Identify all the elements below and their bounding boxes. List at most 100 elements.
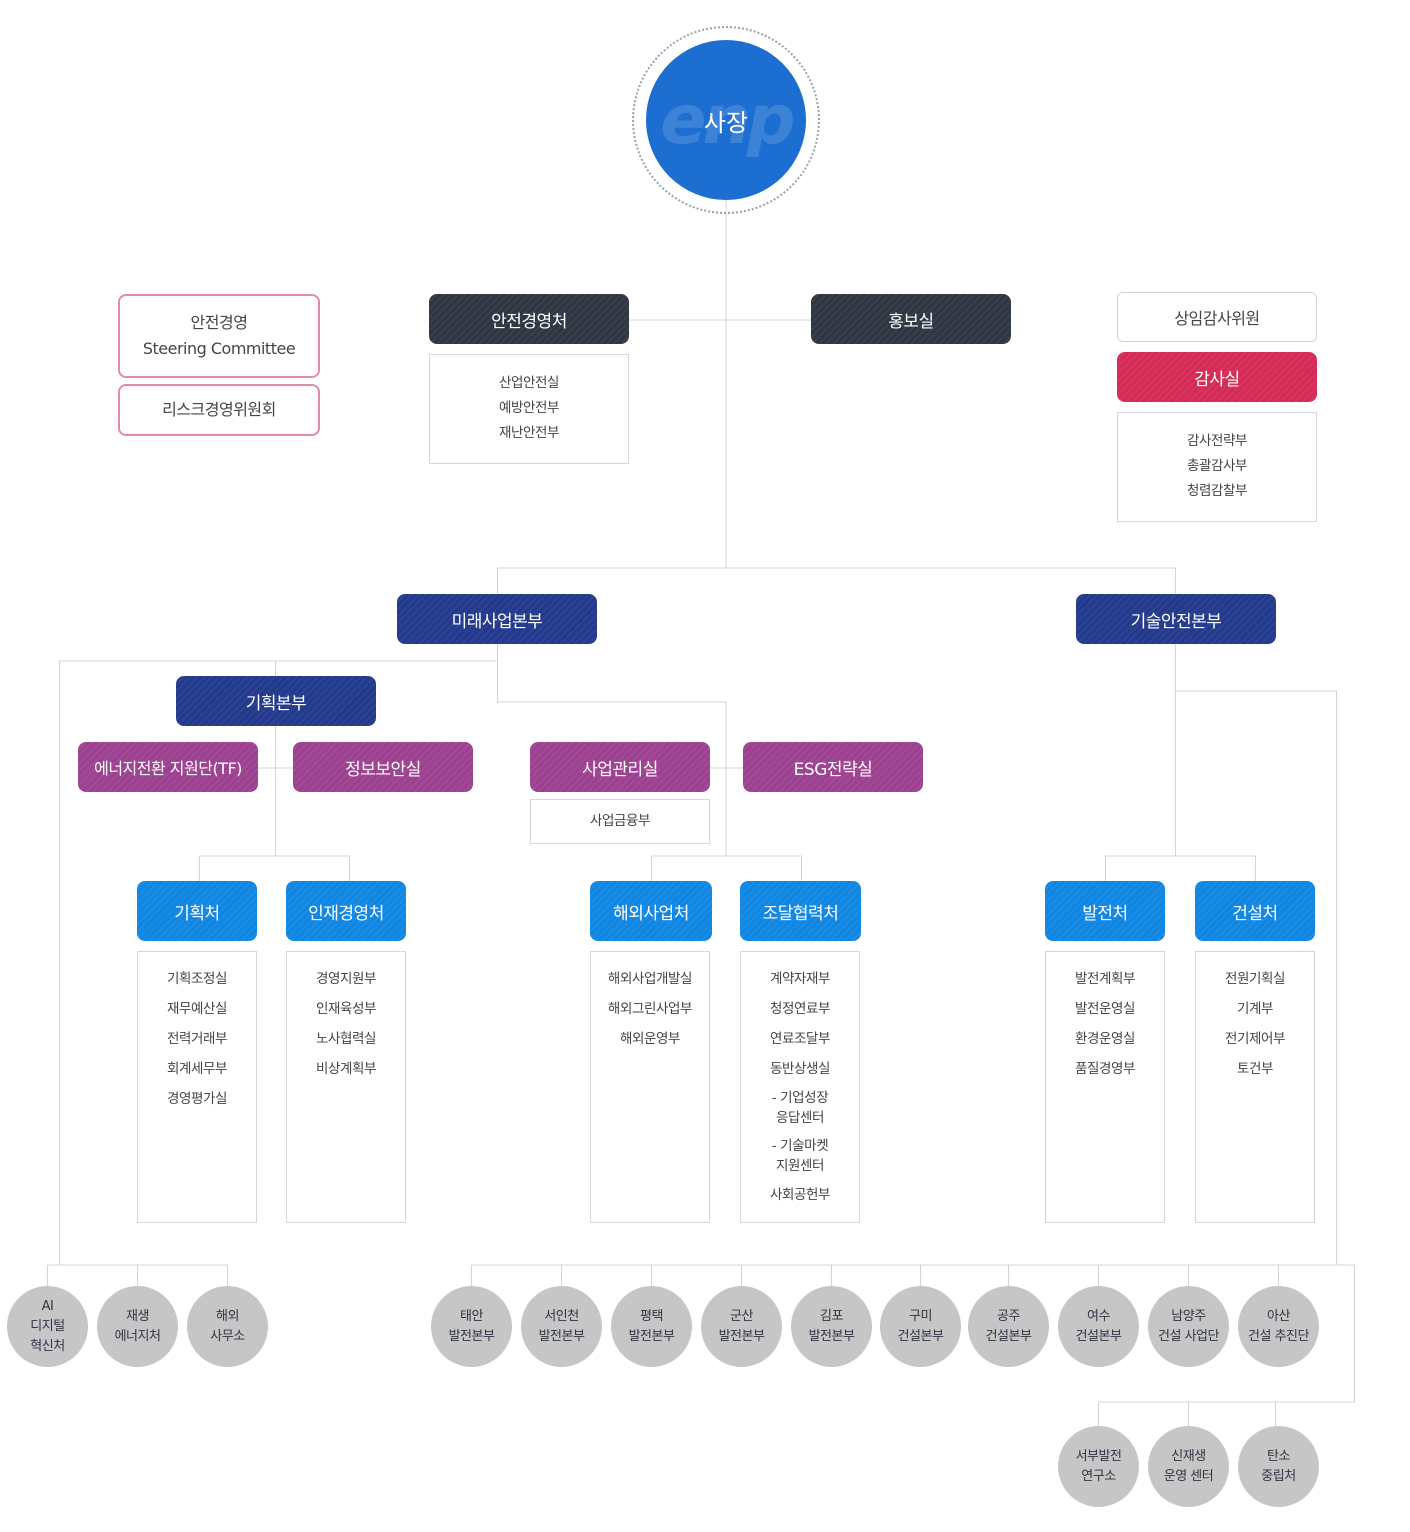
energy-transition-tf-header[interactable]: 에너지전환 지원단(TF) <box>78 742 258 792</box>
subunit-item[interactable]: 전력거래부 <box>166 1031 228 1047</box>
subunit-item[interactable]: 사회공헌부 <box>769 1187 831 1203</box>
subunit-item[interactable]: 인재육성부 <box>315 1001 377 1017</box>
future-hq-title: 미래사업본부 <box>451 611 543 632</box>
subunit-item[interactable]: 비상계획부 <box>315 1061 377 1077</box>
safety-office-header[interactable]: 안전경영처 <box>429 294 629 344</box>
subunit-item[interactable]: 청렴감찰부 <box>1186 483 1248 499</box>
generation-dept-subunits: 발전계획부 발전운영실 환경운영실 품질경영부 <box>1045 951 1165 1223</box>
safety-committee-label: 안전경영 Steering Committee <box>142 313 296 358</box>
audit-office-title: 감사실 <box>1194 369 1240 390</box>
unit-circle-renewable[interactable]: 재생 에너지처 <box>97 1286 178 1367</box>
safety-office-subunits: 산업안전실 예방안전부 재난안전부 <box>429 354 629 464</box>
unit-circle-gimpo[interactable]: 김포 발전본부 <box>791 1286 872 1367</box>
planning-hq-header[interactable]: 기획본부 <box>176 676 376 726</box>
unit-circle-carbon-neutral[interactable]: 탄소 중립처 <box>1238 1426 1319 1507</box>
unit-circle-gunsan[interactable]: 군산 발전본부 <box>701 1286 782 1367</box>
safety-steering-committee[interactable]: 안전경영 Steering Committee <box>118 294 320 378</box>
construction-dept-header[interactable]: 건설처 <box>1195 881 1315 941</box>
subunit-item[interactable]: - 기업성장 응답센터 <box>771 1090 829 1126</box>
unit-circle-label: 태안 발전본부 <box>448 1308 495 1344</box>
subunit-item[interactable]: 노사협력실 <box>315 1031 377 1047</box>
subunit-item[interactable]: 산업안전실 <box>498 375 560 391</box>
unit-circle-gumi[interactable]: 구미 건설본부 <box>880 1286 961 1367</box>
subunit-item[interactable]: 경영지원부 <box>315 971 377 987</box>
subunit-item[interactable]: 품질경영부 <box>1074 1061 1136 1077</box>
infosec-title: 정보보안실 <box>345 759 421 780</box>
ceo-node[interactable]: enp 사장 <box>646 40 806 200</box>
subunit-item[interactable]: 연료조달부 <box>769 1031 831 1047</box>
audit-office-subunits: 감사전략부 총괄감사부 청렴감찰부 <box>1117 412 1317 522</box>
tech-safety-hq-header[interactable]: 기술안전본부 <box>1076 594 1276 644</box>
subunit-item[interactable]: 청정연료부 <box>769 1001 831 1017</box>
subunit-item[interactable]: - 기술마켓 지원센터 <box>771 1138 829 1174</box>
subunit-item[interactable]: 토건부 <box>1236 1061 1274 1077</box>
unit-circle-label: 서부발전 연구소 <box>1075 1448 1122 1484</box>
unit-circle-ai-digital[interactable]: AI 디지털 혁신처 <box>7 1286 88 1367</box>
subunit-item[interactable]: 해외사업개발실 <box>607 971 693 987</box>
subunit-item[interactable]: 재난안전부 <box>498 425 560 441</box>
subunit-item[interactable]: 총괄감사부 <box>1186 458 1248 474</box>
overseas-dept-title: 해외사업처 <box>613 903 689 924</box>
risk-committee-label: 리스크경영위원회 <box>162 400 276 419</box>
subunit-item[interactable]: 감사전략부 <box>1186 433 1248 449</box>
unit-circle-label: 재생 에너지처 <box>114 1308 161 1344</box>
hr-dept-header[interactable]: 인재경영처 <box>286 881 406 941</box>
connector <box>471 1264 1355 1402</box>
unit-circle-overseas-office[interactable]: 해외 사무소 <box>187 1286 268 1367</box>
subunit-item[interactable]: 해외그린사업부 <box>607 1001 693 1017</box>
overseas-dept-header[interactable]: 해외사업처 <box>590 881 712 941</box>
subunit-item[interactable]: 동반상생실 <box>769 1061 831 1077</box>
unit-circle-renewable-operation[interactable]: 신재생 운영 센터 <box>1148 1426 1229 1507</box>
subunit-item[interactable]: 회계세무부 <box>166 1061 228 1077</box>
subunit-item[interactable]: 환경운영실 <box>1074 1031 1136 1047</box>
generation-dept-header[interactable]: 발전처 <box>1045 881 1165 941</box>
hr-dept-title: 인재경영처 <box>308 903 384 924</box>
planning-dept-header[interactable]: 기획처 <box>137 881 257 941</box>
unit-circle-research-institute[interactable]: 서부발전 연구소 <box>1058 1426 1139 1507</box>
pr-office-title: 홍보실 <box>888 311 934 332</box>
subunit-item[interactable]: 발전계획부 <box>1074 971 1136 987</box>
unit-circle-label: 신재생 운영 센터 <box>1163 1448 1214 1484</box>
safety-office-title: 안전경영처 <box>491 311 567 332</box>
info-security-header[interactable]: 정보보안실 <box>293 742 473 792</box>
unit-circle-label: 탄소 중립처 <box>1261 1448 1296 1484</box>
unit-circle-label: 평택 발전본부 <box>628 1308 675 1344</box>
business-management-header[interactable]: 사업관리실 <box>530 742 710 792</box>
standing-auditor[interactable]: 상임감사위원 <box>1117 292 1317 342</box>
unit-circle-seoincheon[interactable]: 서인천 발전본부 <box>521 1286 602 1367</box>
subunit-item[interactable]: 발전운영실 <box>1074 1001 1136 1017</box>
risk-management-committee[interactable]: 리스크경영위원회 <box>118 384 320 436</box>
construction-dept-subunits: 전원기획실 기계부 전기제어부 토건부 <box>1195 951 1315 1223</box>
pr-office-header[interactable]: 홍보실 <box>811 294 1011 344</box>
unit-circle-gongju[interactable]: 공주 건설본부 <box>968 1286 1049 1367</box>
subunit-item[interactable]: 계약자재부 <box>769 971 831 987</box>
unit-circle-asan[interactable]: 아산 건설 추진단 <box>1238 1286 1319 1367</box>
subunit-item[interactable]: 재무예산실 <box>166 1001 228 1017</box>
connector <box>1175 690 1337 1265</box>
subunit-item[interactable]: 전기제어부 <box>1224 1031 1286 1047</box>
planning-dept-subunits: 기획조정실 재무예산실 전력거래부 회계세무부 경영평가실 <box>137 951 257 1223</box>
unit-circle-taean[interactable]: 태안 발전본부 <box>431 1286 512 1367</box>
procurement-dept-header[interactable]: 조달협력처 <box>740 881 861 941</box>
overseas-dept-subunits: 해외사업개발실 해외그린사업부 해외운영부 <box>590 951 710 1223</box>
subunit-item[interactable]: 예방안전부 <box>498 400 560 416</box>
ceo-ring <box>632 26 820 214</box>
unit-circle-yeosu[interactable]: 여수 건설본부 <box>1058 1286 1139 1367</box>
subunit-item[interactable]: 기획조정실 <box>166 971 228 987</box>
subunit-item[interactable]: 해외운영부 <box>619 1031 681 1047</box>
subunit-item[interactable]: 전원기획실 <box>1224 971 1286 987</box>
subunit-item[interactable]: 사업금융부 <box>589 813 651 829</box>
connector <box>497 567 1176 594</box>
esg-strategy-header[interactable]: ESG전략실 <box>743 742 923 792</box>
connector <box>59 660 498 1265</box>
ceo-label: 사장 <box>703 108 749 137</box>
subunit-item[interactable]: 경영평가실 <box>166 1091 228 1107</box>
future-business-hq-header[interactable]: 미래사업본부 <box>397 594 597 644</box>
unit-circle-namyangju[interactable]: 남양주 건설 사업단 <box>1148 1286 1229 1367</box>
subunit-item[interactable]: 기계부 <box>1236 1001 1274 1017</box>
unit-circle-pyeongtaek[interactable]: 평택 발전본부 <box>611 1286 692 1367</box>
tech-hq-title: 기술안전본부 <box>1130 611 1222 632</box>
audit-office-header[interactable]: 감사실 <box>1117 352 1317 402</box>
unit-circle-label: 여수 건설본부 <box>1075 1308 1122 1344</box>
